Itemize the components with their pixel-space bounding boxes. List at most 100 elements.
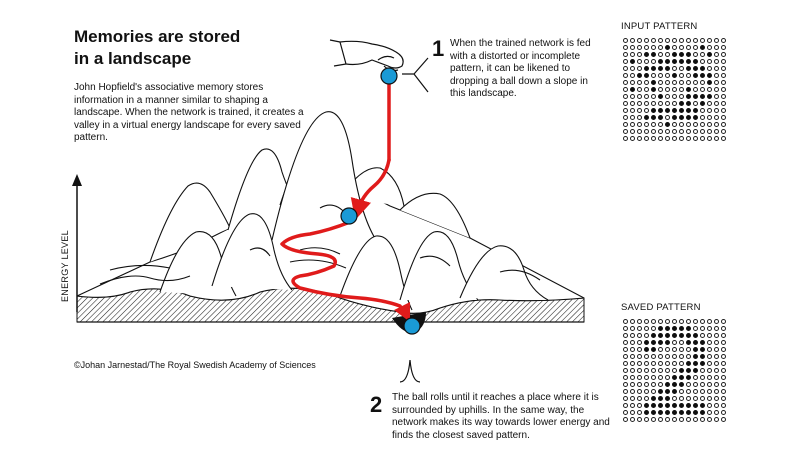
pattern-dot <box>630 354 635 359</box>
step-2-text: The ball rolls until it reaches a place … <box>392 392 610 441</box>
pattern-dot <box>637 101 642 106</box>
pattern-dot <box>679 417 684 422</box>
pattern-dot <box>714 45 719 50</box>
pattern-dot <box>707 108 712 113</box>
pattern-dot <box>630 94 635 99</box>
pattern-dot <box>679 101 684 106</box>
pattern-dot <box>623 45 628 50</box>
pattern-dot <box>665 59 670 64</box>
pattern-dot <box>679 73 684 78</box>
pattern-dot <box>707 340 712 345</box>
ball-icon <box>380 67 398 85</box>
pattern-dot <box>714 38 719 43</box>
saved-pattern-grid <box>622 318 727 423</box>
pattern-dot <box>679 326 684 331</box>
pattern-dot <box>707 382 712 387</box>
pattern-dot <box>707 403 712 408</box>
pattern-dot <box>693 80 698 85</box>
pattern-dot <box>630 108 635 113</box>
pattern-dot <box>644 59 649 64</box>
pattern-dot <box>644 340 649 345</box>
pattern-dot <box>651 66 656 71</box>
pattern-dot <box>679 52 684 57</box>
pattern-dot <box>679 59 684 64</box>
pattern-dot <box>693 73 698 78</box>
pattern-dot <box>707 80 712 85</box>
pattern-dot <box>693 129 698 134</box>
pattern-dot <box>700 38 705 43</box>
pattern-dot <box>644 66 649 71</box>
pattern-dot <box>672 101 677 106</box>
pattern-dot <box>672 340 677 345</box>
pattern-dot <box>658 45 663 50</box>
pattern-dot <box>651 389 656 394</box>
pattern-dot <box>630 396 635 401</box>
pattern-dot <box>672 403 677 408</box>
pattern-dot <box>686 59 691 64</box>
pattern-dot <box>686 80 691 85</box>
pattern-dot <box>658 52 663 57</box>
pattern-dot <box>693 354 698 359</box>
pattern-dot <box>672 115 677 120</box>
pattern-dot <box>644 122 649 127</box>
energy-axis <box>72 174 82 312</box>
pattern-dot <box>672 410 677 415</box>
pattern-dot <box>665 347 670 352</box>
pattern-dot <box>658 361 663 366</box>
pattern-dot <box>672 80 677 85</box>
pattern-dot <box>658 389 663 394</box>
pattern-dot <box>700 108 705 113</box>
pattern-dot <box>700 403 705 408</box>
pattern-dot <box>623 319 628 324</box>
pattern-dot <box>714 108 719 113</box>
pattern-dot <box>721 389 726 394</box>
pattern-dot <box>707 94 712 99</box>
pattern-dot <box>644 375 649 380</box>
pattern-dot <box>658 319 663 324</box>
pattern-dot <box>714 361 719 366</box>
pattern-dot <box>679 87 684 92</box>
pattern-dot <box>630 101 635 106</box>
pattern-dot <box>700 382 705 387</box>
pattern-dot <box>637 115 642 120</box>
pattern-dot <box>623 87 628 92</box>
pattern-dot <box>630 66 635 71</box>
saved-pattern-label: SAVED PATTERN <box>621 302 701 313</box>
pattern-dot <box>665 410 670 415</box>
pattern-dot <box>686 354 691 359</box>
pattern-dot <box>665 340 670 345</box>
pattern-dot <box>651 361 656 366</box>
pattern-dot <box>665 354 670 359</box>
pattern-dot <box>623 396 628 401</box>
pattern-dot <box>700 87 705 92</box>
pattern-dot <box>707 115 712 120</box>
pattern-dot <box>644 87 649 92</box>
pattern-dot <box>658 326 663 331</box>
pattern-dot <box>630 80 635 85</box>
pattern-dot <box>686 340 691 345</box>
pattern-dot <box>721 361 726 366</box>
pattern-dot <box>623 80 628 85</box>
pattern-dot <box>658 333 663 338</box>
pattern-dot <box>686 87 691 92</box>
pattern-dot <box>623 382 628 387</box>
step-1-text: When the trained network is fed with a d… <box>450 38 591 99</box>
pattern-dot <box>693 340 698 345</box>
pattern-dot <box>721 403 726 408</box>
pattern-dot <box>700 115 705 120</box>
pattern-dot <box>637 417 642 422</box>
pattern-dot <box>679 115 684 120</box>
pattern-dot <box>714 59 719 64</box>
pattern-dot <box>700 319 705 324</box>
pattern-dot <box>644 354 649 359</box>
pattern-dot <box>623 122 628 127</box>
pattern-dot <box>714 417 719 422</box>
pattern-dot <box>672 319 677 324</box>
pattern-dot <box>644 403 649 408</box>
pattern-dot <box>714 396 719 401</box>
pattern-dot <box>693 382 698 387</box>
pattern-dot <box>630 122 635 127</box>
pattern-dot <box>700 73 705 78</box>
pattern-dot <box>693 94 698 99</box>
